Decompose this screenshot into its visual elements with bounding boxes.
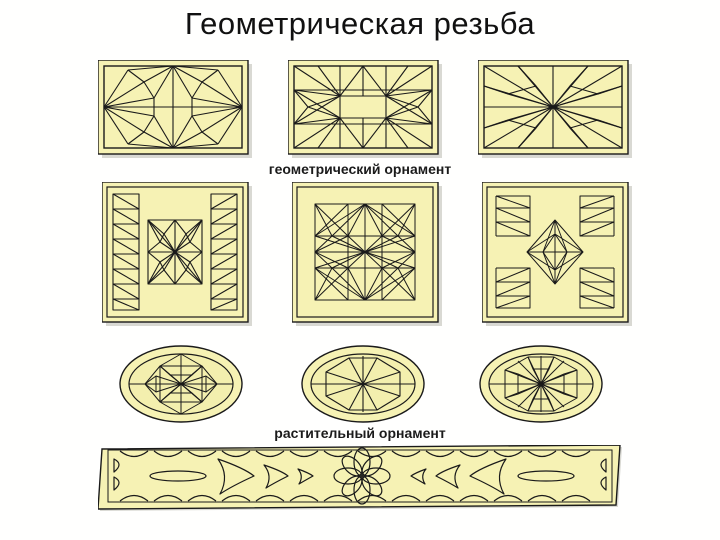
carving-panel-5 xyxy=(292,182,444,328)
carving-panel-3 xyxy=(478,60,634,160)
carving-panel-6 xyxy=(482,182,634,328)
carving-panel-4 xyxy=(102,182,254,328)
carving-panel-2 xyxy=(288,60,444,160)
carving-strip-floral xyxy=(98,445,626,517)
carving-panel-1 xyxy=(98,60,254,160)
caption-geometric-ornament: геометрический орнамент xyxy=(268,161,452,177)
carving-oval-2 xyxy=(300,344,426,424)
carving-oval-1 xyxy=(118,344,244,424)
carving-oval-3 xyxy=(478,344,604,424)
page-title: Геометрическая резьба xyxy=(184,6,536,41)
caption-floral-ornament: растительный орнамент xyxy=(274,425,446,441)
